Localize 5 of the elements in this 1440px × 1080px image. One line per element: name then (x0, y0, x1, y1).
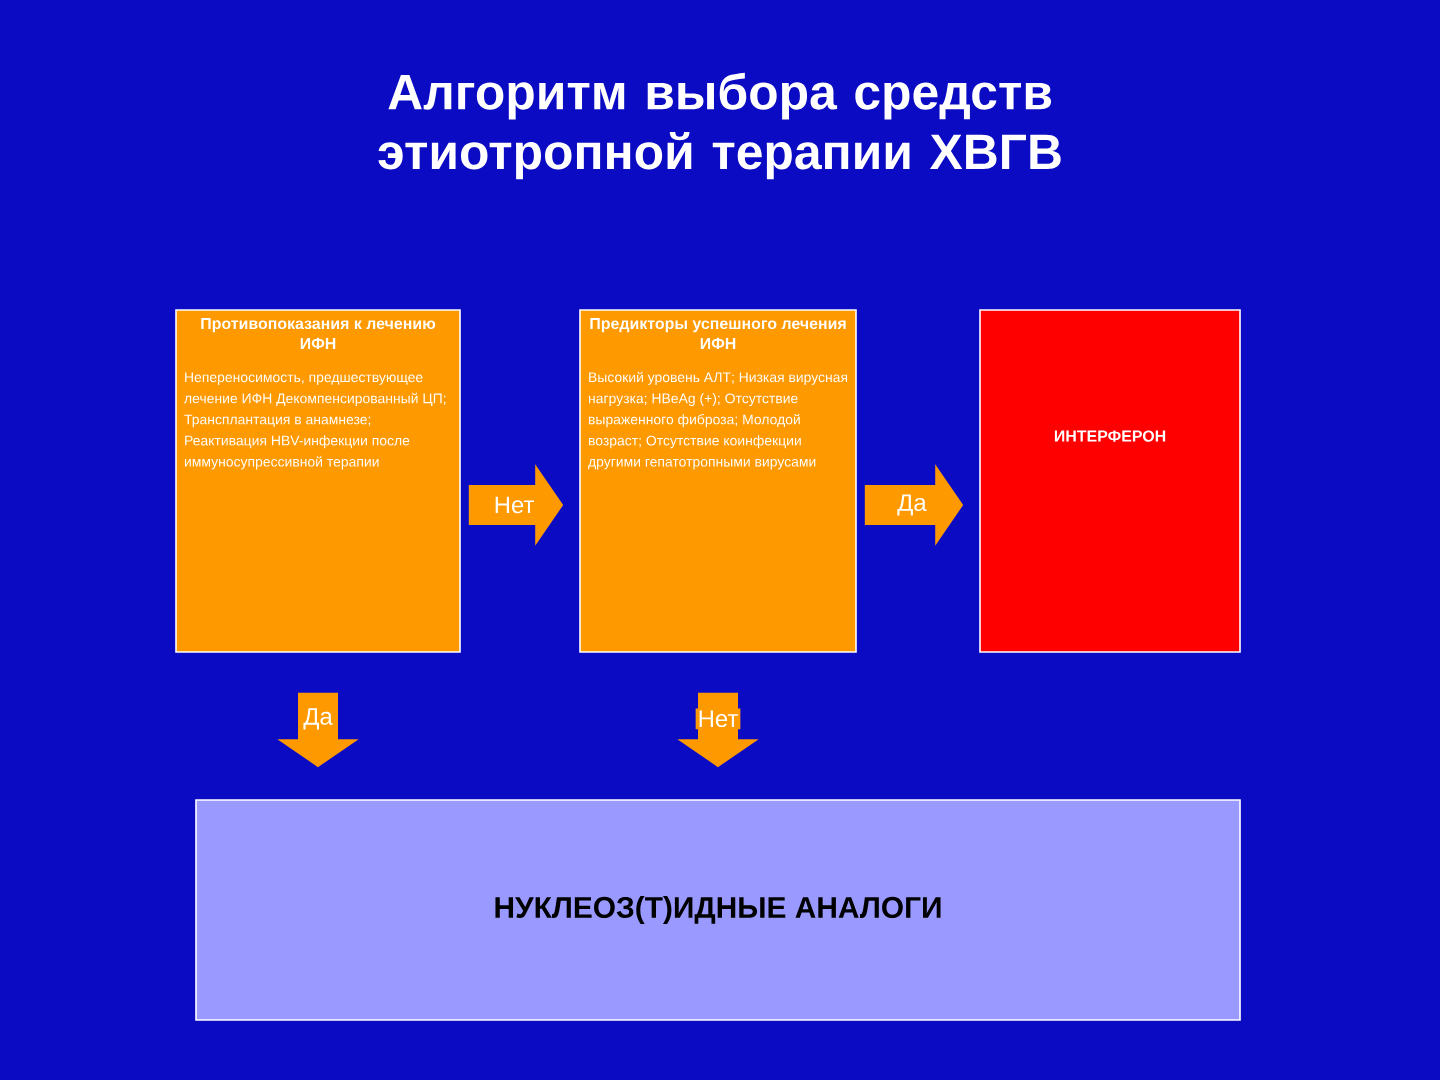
edge-label: Да (301, 706, 335, 732)
edge-label: Да (895, 492, 929, 518)
result-box: НУКЛЕОЗ(Т)ИДНЫЕ АНАЛОГИ (195, 799, 1241, 1021)
edge-label: Нет (695, 708, 741, 730)
title: Алгоритм выбора средств этиотропной терапии ХВГВ (378, 72, 1061, 180)
